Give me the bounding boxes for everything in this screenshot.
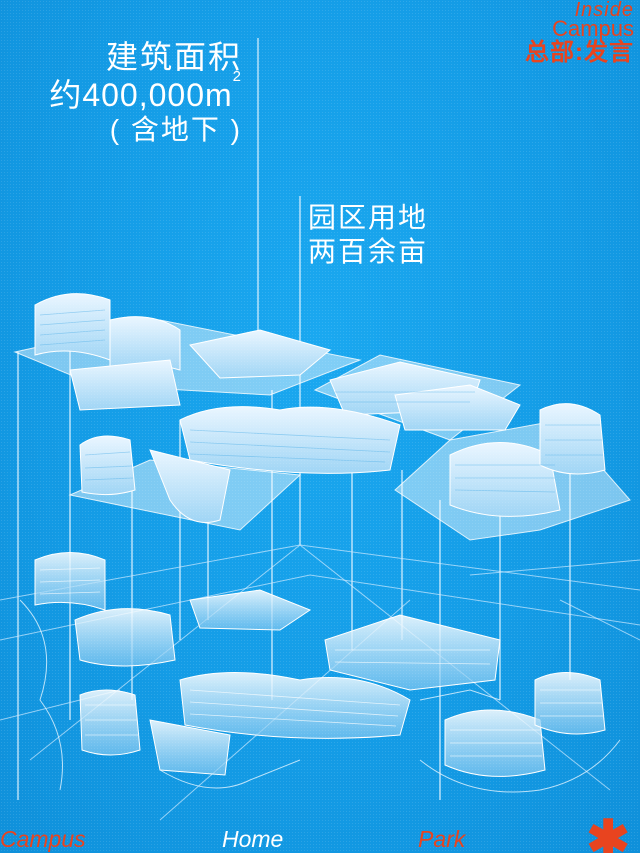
footer-park: Park	[418, 826, 466, 852]
lower-outlines	[19, 599, 621, 793]
upper-details	[39, 309, 603, 493]
asterisk-icon: ✱	[586, 811, 630, 853]
building-area-label: 建筑面积	[105, 39, 242, 75]
building-area-note: ( 含地下 )	[109, 114, 242, 145]
brand-line-column: 总部:发言	[525, 39, 634, 66]
footer-campus: Campus	[0, 826, 86, 852]
brand-logo: Inside Campus 总部:发言	[525, 0, 634, 65]
brand-line-inside: Inside	[574, 0, 634, 21]
land-area-value: 两百余亩	[308, 236, 429, 267]
leader-lines	[17, 38, 571, 800]
area-unit-superscript: 2	[232, 68, 242, 85]
land-area-label: 园区用地	[308, 202, 429, 233]
lower-details	[39, 567, 603, 757]
building-area-value: 约400,000m2	[49, 68, 242, 116]
area-value-text: 约400,000m	[49, 77, 233, 113]
brand-line-campus: Campus	[552, 16, 634, 41]
upper-buildings	[34, 293, 606, 523]
footer-home: Home	[222, 826, 284, 852]
